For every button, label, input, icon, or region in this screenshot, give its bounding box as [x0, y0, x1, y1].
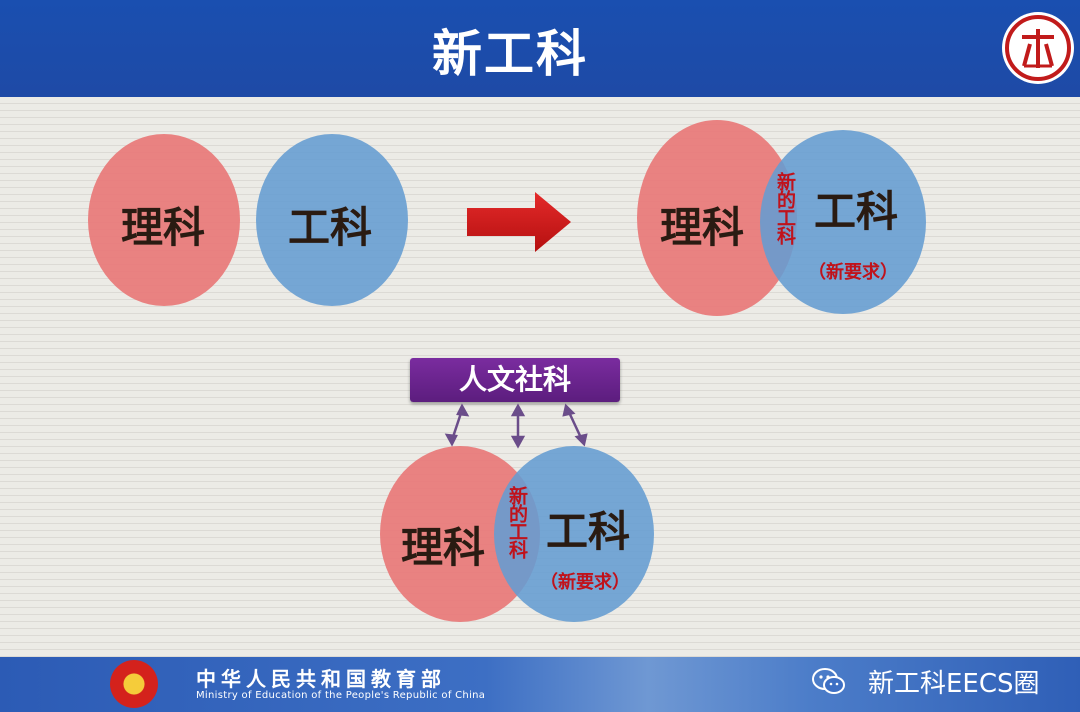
double-arrow-icon: [444, 403, 588, 449]
engineering-label-merged: 工科: [814, 187, 899, 236]
engineering-circle: [256, 134, 408, 306]
watermark-text: 新工科EECS圈: [868, 669, 1040, 699]
new-requirement-label-bottom: （新要求）: [540, 572, 630, 593]
science-circle: [88, 134, 240, 306]
engineering-label: 工科: [288, 203, 373, 252]
new-requirement-label: （新要求）: [808, 262, 898, 283]
footer-bar: 中华人民共和国教育部 Ministry of Education of the …: [0, 657, 1080, 712]
humanities-box: 人文社科: [410, 358, 620, 402]
header-bar: 新工科: [0, 0, 1080, 97]
ministry-name-en: Ministry of Education of the People's Re…: [196, 690, 486, 701]
right-arrow-icon: [467, 192, 571, 252]
science-label-bottom: 理科: [401, 523, 486, 572]
engineering-label-bottom: 工科: [546, 507, 631, 556]
page-title: 新工科: [432, 25, 588, 83]
ministry-name-cn: 中华人民共和国教育部: [196, 667, 446, 691]
new-engineering-overlap-label: 新的工科: [774, 172, 796, 244]
engineering-circle-bottom: [494, 446, 654, 622]
engineering-circle-merged: [760, 130, 926, 314]
science-label-merged: 理科: [660, 203, 745, 252]
new-engineering-overlap-label-bottom: 新的工科: [506, 486, 528, 558]
national-emblem-icon: [110, 660, 158, 708]
university-logo-icon: [1002, 12, 1074, 84]
wechat-icon: [812, 668, 845, 694]
science-label: 理科: [121, 203, 206, 252]
